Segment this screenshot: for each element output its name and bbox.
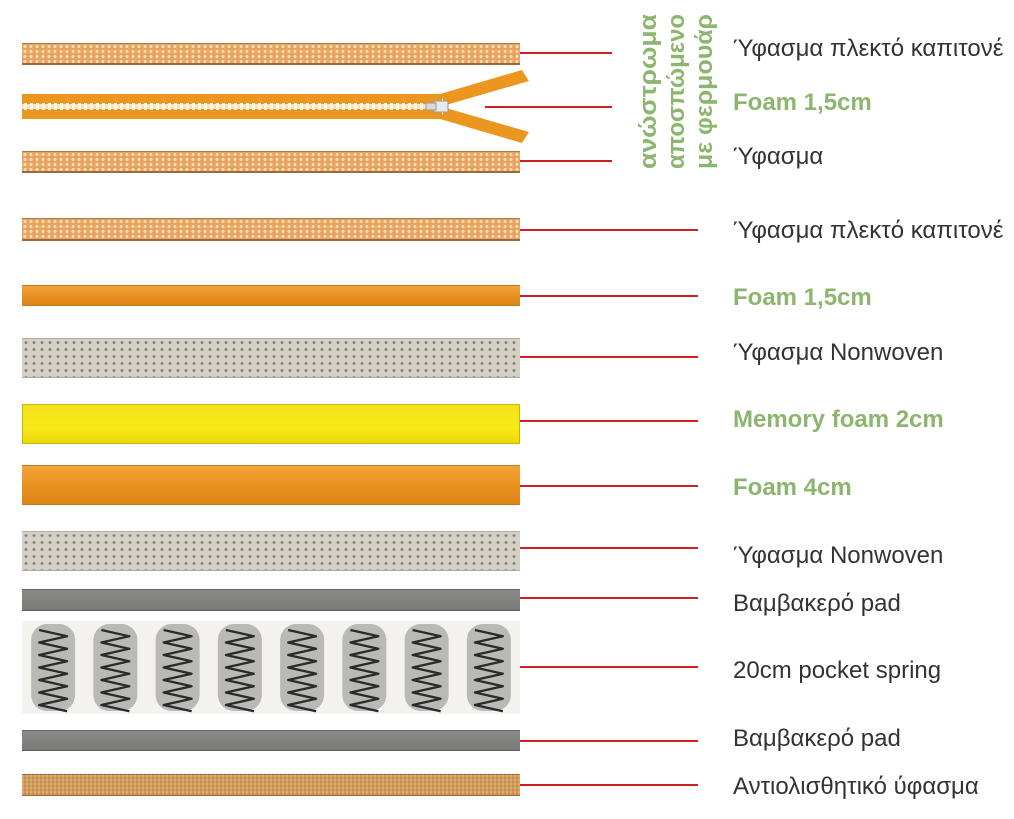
- layer-main-knit: [22, 218, 520, 241]
- layer-cotton-pad-lower: [22, 730, 520, 751]
- layer-label-main-foam: Foam 1,5cm: [733, 284, 872, 311]
- layer-top-knit: [22, 43, 520, 65]
- layer-foam-4cm: [22, 465, 520, 505]
- layer-memory-foam: [22, 404, 520, 444]
- note-line-3: με φερμουάρ: [691, 14, 718, 169]
- layer-label-top-foam-zipper: Foam 1,5cm: [733, 89, 872, 116]
- note-line-2: αποσπώμενο: [663, 14, 690, 169]
- layer-top-foam-zipper: [22, 70, 529, 143]
- layer-label-main-knit: Ύφασμα πλεκτό καπιτονέ: [733, 217, 1004, 244]
- layer-main-foam: [22, 285, 520, 306]
- layer-antislip-fabric: [22, 774, 520, 796]
- layer-label-antislip-fabric: Αντιολισθητικό ύφασμα: [733, 773, 979, 800]
- layer-label-pocket-spring: 20cm pocket spring: [733, 657, 942, 684]
- layer-label-nonwoven-upper: Ύφασμα Nonwoven: [733, 339, 944, 366]
- layer-label-foam-4cm: Foam 4cm: [733, 474, 852, 501]
- layer-label-top-knit: Ύφασμα πλεκτό καπιτονέ: [733, 35, 1004, 62]
- layer-label-nonwoven-lower: Ύφασμα Nonwoven: [733, 542, 944, 569]
- layer-label-top-fabric: Ύφασμα: [733, 143, 824, 170]
- layer-label-cotton-pad-lower: Βαμβακερό pad: [733, 725, 901, 752]
- layer-nonwoven-lower: [22, 531, 520, 571]
- layer-nonwoven-upper: [22, 338, 520, 378]
- layer-pocket-spring: [22, 621, 520, 714]
- layer-cotton-pad-upper: [22, 589, 520, 611]
- layer-top-fabric: [22, 151, 520, 173]
- layer-label-memory-foam: Memory foam 2cm: [733, 406, 944, 433]
- removable-topper-note: ανώστρωμα αποσπώμενο με φερμουάρ: [635, 14, 718, 169]
- layer-label-cotton-pad-upper: Βαμβακερό pad: [733, 590, 901, 617]
- note-line-1: ανώστρωμα: [635, 14, 662, 169]
